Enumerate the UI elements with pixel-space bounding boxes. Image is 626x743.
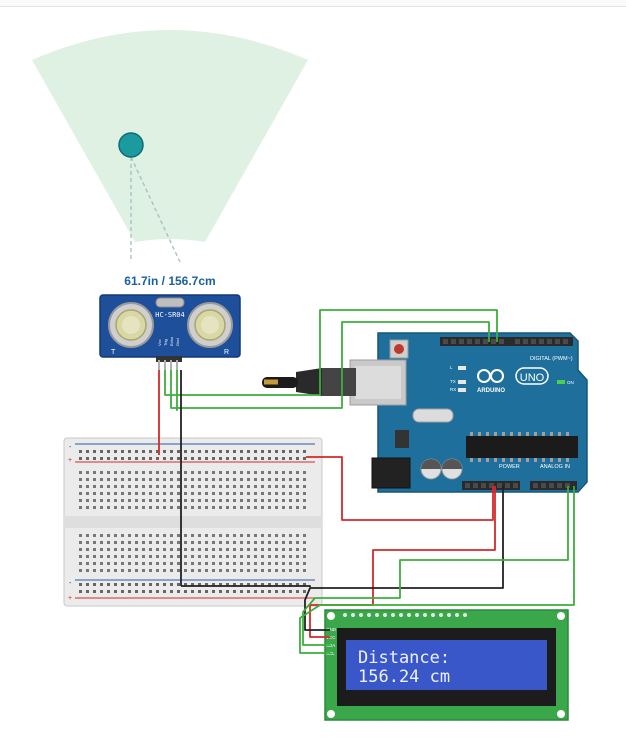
lcd-line-2: 156.24 cm xyxy=(358,667,450,687)
crystal-oscillator xyxy=(412,408,454,423)
lcd-screen xyxy=(346,640,547,690)
sensor-readout-label: 61.7in / 156.7cm xyxy=(124,274,215,288)
reset-button[interactable] xyxy=(394,344,404,354)
wire-lcd-scl[interactable] xyxy=(299,486,575,654)
distance-target-handle[interactable] xyxy=(118,132,144,158)
sensor-label-r: R xyxy=(224,349,229,356)
on-led-label: ON xyxy=(567,380,574,385)
power-label: POWER xyxy=(499,464,520,470)
led-rx-label: RX xyxy=(450,387,456,392)
uno-label: UNO xyxy=(520,372,545,384)
breadboard[interactable]: - + - + xyxy=(63,437,323,607)
wire-rail-5v[interactable] xyxy=(306,456,494,521)
analog-in-label: ANALOG IN xyxy=(540,464,570,470)
led-l-label: L xyxy=(450,365,453,370)
power-jack xyxy=(371,457,411,489)
arduino-logo xyxy=(477,367,549,385)
power-on-led xyxy=(557,380,565,384)
lcd-pin-vcc-label: VCC xyxy=(326,635,336,640)
wire-sensor-trig[interactable] xyxy=(164,309,498,396)
sensor-label-t: T xyxy=(111,349,116,356)
lcd-line-1: Distance: xyxy=(358,648,450,668)
lcd-pin-sda-label: SDA xyxy=(326,643,335,648)
wire-lcd-sda[interactable] xyxy=(302,486,569,646)
wire-lcd-gnd[interactable] xyxy=(304,486,504,631)
arduino-brand-label: ARDUINO xyxy=(477,388,505,394)
wire-sensor-echo[interactable] xyxy=(176,370,178,411)
sensor-pin-gnd-label: Gnd xyxy=(175,338,180,346)
lcd-pin-scl-label: SCL xyxy=(326,651,335,656)
wire-rail-gnd[interactable] xyxy=(181,585,311,587)
rail-plus-top: + xyxy=(68,457,72,464)
sensor-pin-echo-label: Echo xyxy=(169,336,174,346)
lcd-module[interactable]: Distance: 156.24 cm GND VCC SDA SCL xyxy=(324,609,569,721)
led-tx-label: TX xyxy=(450,379,456,384)
atmega-chip xyxy=(466,436,578,458)
wires[interactable] xyxy=(158,309,575,654)
sensor-pin-vcc-label: Vcc xyxy=(157,339,162,346)
lcd-pin-gnd-label: GND xyxy=(326,627,337,632)
rail-minus-top: - xyxy=(69,444,72,451)
usb-cable[interactable] xyxy=(262,368,356,396)
rail-plus-bottom: + xyxy=(68,595,72,602)
digital-pwm-label: DIGITAL (PWM~) xyxy=(530,356,573,362)
sensor-pins xyxy=(158,360,178,370)
sensor-model-label: HC-SR04 xyxy=(155,311,185,319)
wire-sensor-echo-arduino[interactable] xyxy=(170,321,490,409)
sensor-detection-area xyxy=(32,30,308,263)
ultrasonic-sensor[interactable]: HC-SR04 T R Vcc Trig Echo Gnd xyxy=(99,294,241,362)
arduino-uno-board[interactable]: DIGITAL (PWM~) UNO ARDUINO L TX RX ON xyxy=(349,332,588,493)
sensor-pin-trig-label: Trig xyxy=(163,339,168,346)
top-toolbar-edge xyxy=(0,0,626,7)
rail-minus-bottom: - xyxy=(69,580,72,587)
